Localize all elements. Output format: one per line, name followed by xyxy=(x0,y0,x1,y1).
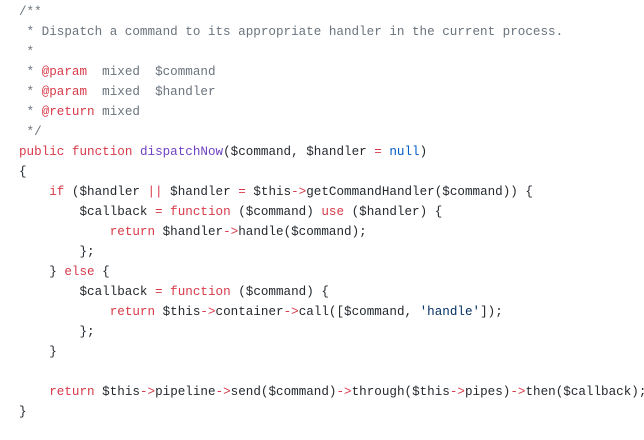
code-line: return $this->container->call([$command,… xyxy=(19,302,639,322)
code-token: -> xyxy=(139,385,156,399)
code-line: return $handler->handle($command); xyxy=(19,222,639,242)
code-line: * @param mixed $handler xyxy=(19,82,639,102)
code-token: mixed $command xyxy=(87,65,216,79)
code-token: @return xyxy=(41,105,95,119)
code-token: through($this xyxy=(351,385,450,399)
code-token: } xyxy=(19,345,57,359)
code-token: public xyxy=(19,145,65,159)
code-token: }; xyxy=(19,245,95,259)
code-token xyxy=(19,385,49,399)
code-token: -> xyxy=(223,225,239,239)
code-line: } else { xyxy=(19,262,639,282)
code-token: $handler xyxy=(162,185,239,199)
code-token: ]); xyxy=(480,305,503,319)
code-token: send($command) xyxy=(230,385,337,399)
code-token xyxy=(19,225,110,239)
code-token: $this xyxy=(94,385,140,399)
code-token: return xyxy=(49,385,95,399)
code-token: call([$command, xyxy=(298,305,420,319)
code-token: }; xyxy=(19,325,95,339)
code-token: } xyxy=(19,265,65,279)
code-token: -> xyxy=(291,185,307,199)
code-line: /** xyxy=(19,2,639,22)
code-token: dispatchNow xyxy=(139,145,224,159)
code-line xyxy=(19,362,639,382)
code-token: -> xyxy=(510,385,526,399)
code-block: /** * Dispatch a command to its appropri… xyxy=(19,2,644,422)
code-token: $this xyxy=(245,185,292,199)
code-token: * xyxy=(19,105,42,119)
code-token xyxy=(64,145,72,159)
code-token: pipes) xyxy=(464,385,511,399)
code-line: { xyxy=(19,162,639,182)
code-token: $callback xyxy=(19,205,156,219)
code-token: || xyxy=(147,185,163,199)
code-token: function xyxy=(71,145,133,159)
code-token: container xyxy=(215,305,284,319)
code-token: { xyxy=(94,265,110,279)
code-token: then($callback); xyxy=(525,385,644,399)
code-token: @param xyxy=(41,85,88,99)
code-token: return xyxy=(109,305,156,319)
code-line: $callback = function ($command) { xyxy=(19,282,639,302)
code-token: if xyxy=(49,185,65,199)
code-token: ($command) xyxy=(230,205,322,219)
code-token: function xyxy=(170,205,231,219)
code-line: * @param mixed $command xyxy=(19,62,639,82)
code-token: $callback xyxy=(19,285,156,299)
code-token: * Dispatch a command to its appropriate … xyxy=(19,25,564,39)
code-token xyxy=(19,185,49,199)
code-token: -> xyxy=(283,305,299,319)
code-token: /** xyxy=(19,5,42,19)
code-token: else xyxy=(64,265,95,279)
code-line: } xyxy=(19,402,639,422)
code-token: handle($command); xyxy=(238,225,367,239)
code-token: = xyxy=(374,145,382,159)
code-line: * xyxy=(19,42,639,62)
code-token: { xyxy=(19,165,27,179)
code-token: pipeline xyxy=(155,385,216,399)
code-token: ($command) { xyxy=(230,285,329,299)
code-token: use xyxy=(321,205,345,219)
code-token: mixed $handler xyxy=(87,85,216,99)
code-token: -> xyxy=(336,385,352,399)
code-token: 'handle' xyxy=(419,305,481,319)
code-token: mixed xyxy=(94,105,140,119)
code-line: return $this->pipeline->send($command)->… xyxy=(19,382,644,402)
code-token: -> xyxy=(449,385,465,399)
code-token: function xyxy=(170,285,231,299)
code-token: = xyxy=(238,185,246,199)
code-token: ($command, $handler xyxy=(223,145,375,159)
code-token: null xyxy=(389,145,420,159)
code-token: * xyxy=(19,85,42,99)
code-line: }; xyxy=(19,242,639,262)
code-token: ($handler) { xyxy=(344,205,443,219)
code-token: @param xyxy=(41,65,88,79)
code-line: if ($handler || $handler = $this->getCom… xyxy=(19,182,639,202)
code-token: * xyxy=(19,45,35,59)
code-token xyxy=(132,145,140,159)
code-line: }; xyxy=(19,322,639,342)
code-token: = xyxy=(155,285,163,299)
code-token: ($handler xyxy=(64,185,148,199)
code-token: ) xyxy=(419,145,428,159)
code-token: -> xyxy=(200,305,216,319)
code-token: */ xyxy=(19,125,42,139)
code-token: -> xyxy=(215,385,231,399)
code-token xyxy=(19,305,110,319)
code-line: } xyxy=(19,342,639,362)
code-token: $handler xyxy=(155,225,224,239)
code-line: * Dispatch a command to its appropriate … xyxy=(19,22,639,42)
code-token: $this xyxy=(155,305,201,319)
code-token: = xyxy=(155,205,163,219)
code-line: */ xyxy=(19,122,639,142)
code-token: getCommandHandler($command)) { xyxy=(306,185,533,199)
code-line: public function dispatchNow($command, $h… xyxy=(19,142,639,162)
code-token: return xyxy=(109,225,156,239)
code-token: * xyxy=(19,65,42,79)
code-line: $callback = function ($command) use ($ha… xyxy=(19,202,639,222)
code-token: } xyxy=(19,405,27,419)
code-line: * @return mixed xyxy=(19,102,639,122)
